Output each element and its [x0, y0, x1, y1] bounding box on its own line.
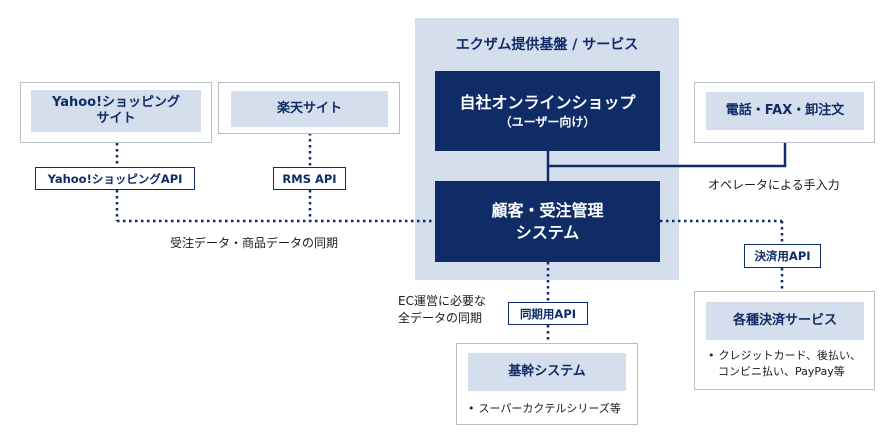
- online-shop-subtitle: （ユーザー向け）: [499, 114, 596, 129]
- kikan-api-badge: 同期用API: [508, 302, 588, 325]
- kikan-note-line1: EC運営に必要な: [398, 294, 486, 308]
- kikan-bullet: •スーパーカクテルシリーズ等: [468, 401, 633, 417]
- kikan-bullet-text: スーパーカクテルシリーズ等: [478, 402, 621, 415]
- rakuten-site-label: 楽天サイト: [231, 91, 388, 127]
- online-shop-box: 自社オンラインショップ （ユーザー向け）: [435, 71, 660, 151]
- core-system-box: 顧客・受注管理 システム: [435, 181, 660, 262]
- yahoo-site-label: Yahoo!ショッピング サイト: [31, 90, 201, 132]
- phone-connector: [548, 143, 787, 168]
- platform-title: エクザム提供基盤 / サービス: [455, 37, 639, 53]
- yahoo-site-line2: サイト: [96, 111, 136, 126]
- payment-label: 各種決済サービス: [706, 302, 864, 340]
- bullet-dot: •: [708, 349, 715, 362]
- kikan-label: 基幹システム: [468, 353, 626, 391]
- yahoo-site-line1: Yahoo!ショッピング: [51, 94, 181, 110]
- phone-note: オペレータによる手入力: [708, 178, 840, 192]
- core-system-line1: 顧客・受注管理: [491, 200, 604, 220]
- bullet-dot: •: [468, 402, 475, 415]
- sync-note: 受注データ・商品データの同期: [170, 236, 339, 250]
- kikan-note-line2: 全データの同期: [398, 310, 483, 325]
- online-shop-title: 自社オンラインショップ: [459, 93, 636, 113]
- core-system-line2: システム: [515, 222, 580, 242]
- payment-bullet-line1: クレジットカード、後払い、: [718, 349, 862, 362]
- yahoo-api-badge: Yahoo!ショッピングAPI: [35, 167, 195, 190]
- payment-api-badge: 決済用API: [744, 244, 821, 268]
- payment-bullet-line2: コンビニ払い、PayPay等: [718, 364, 845, 378]
- kikan-note: EC運営に必要な 全データの同期: [398, 293, 486, 327]
- phone-label: 電話・FAX・卸注文: [706, 92, 864, 130]
- payment-bullet: •クレジットカード、後払い、 コンビニ払い、PayPay等: [708, 348, 873, 380]
- rakuten-api-badge: RMS API: [273, 167, 346, 190]
